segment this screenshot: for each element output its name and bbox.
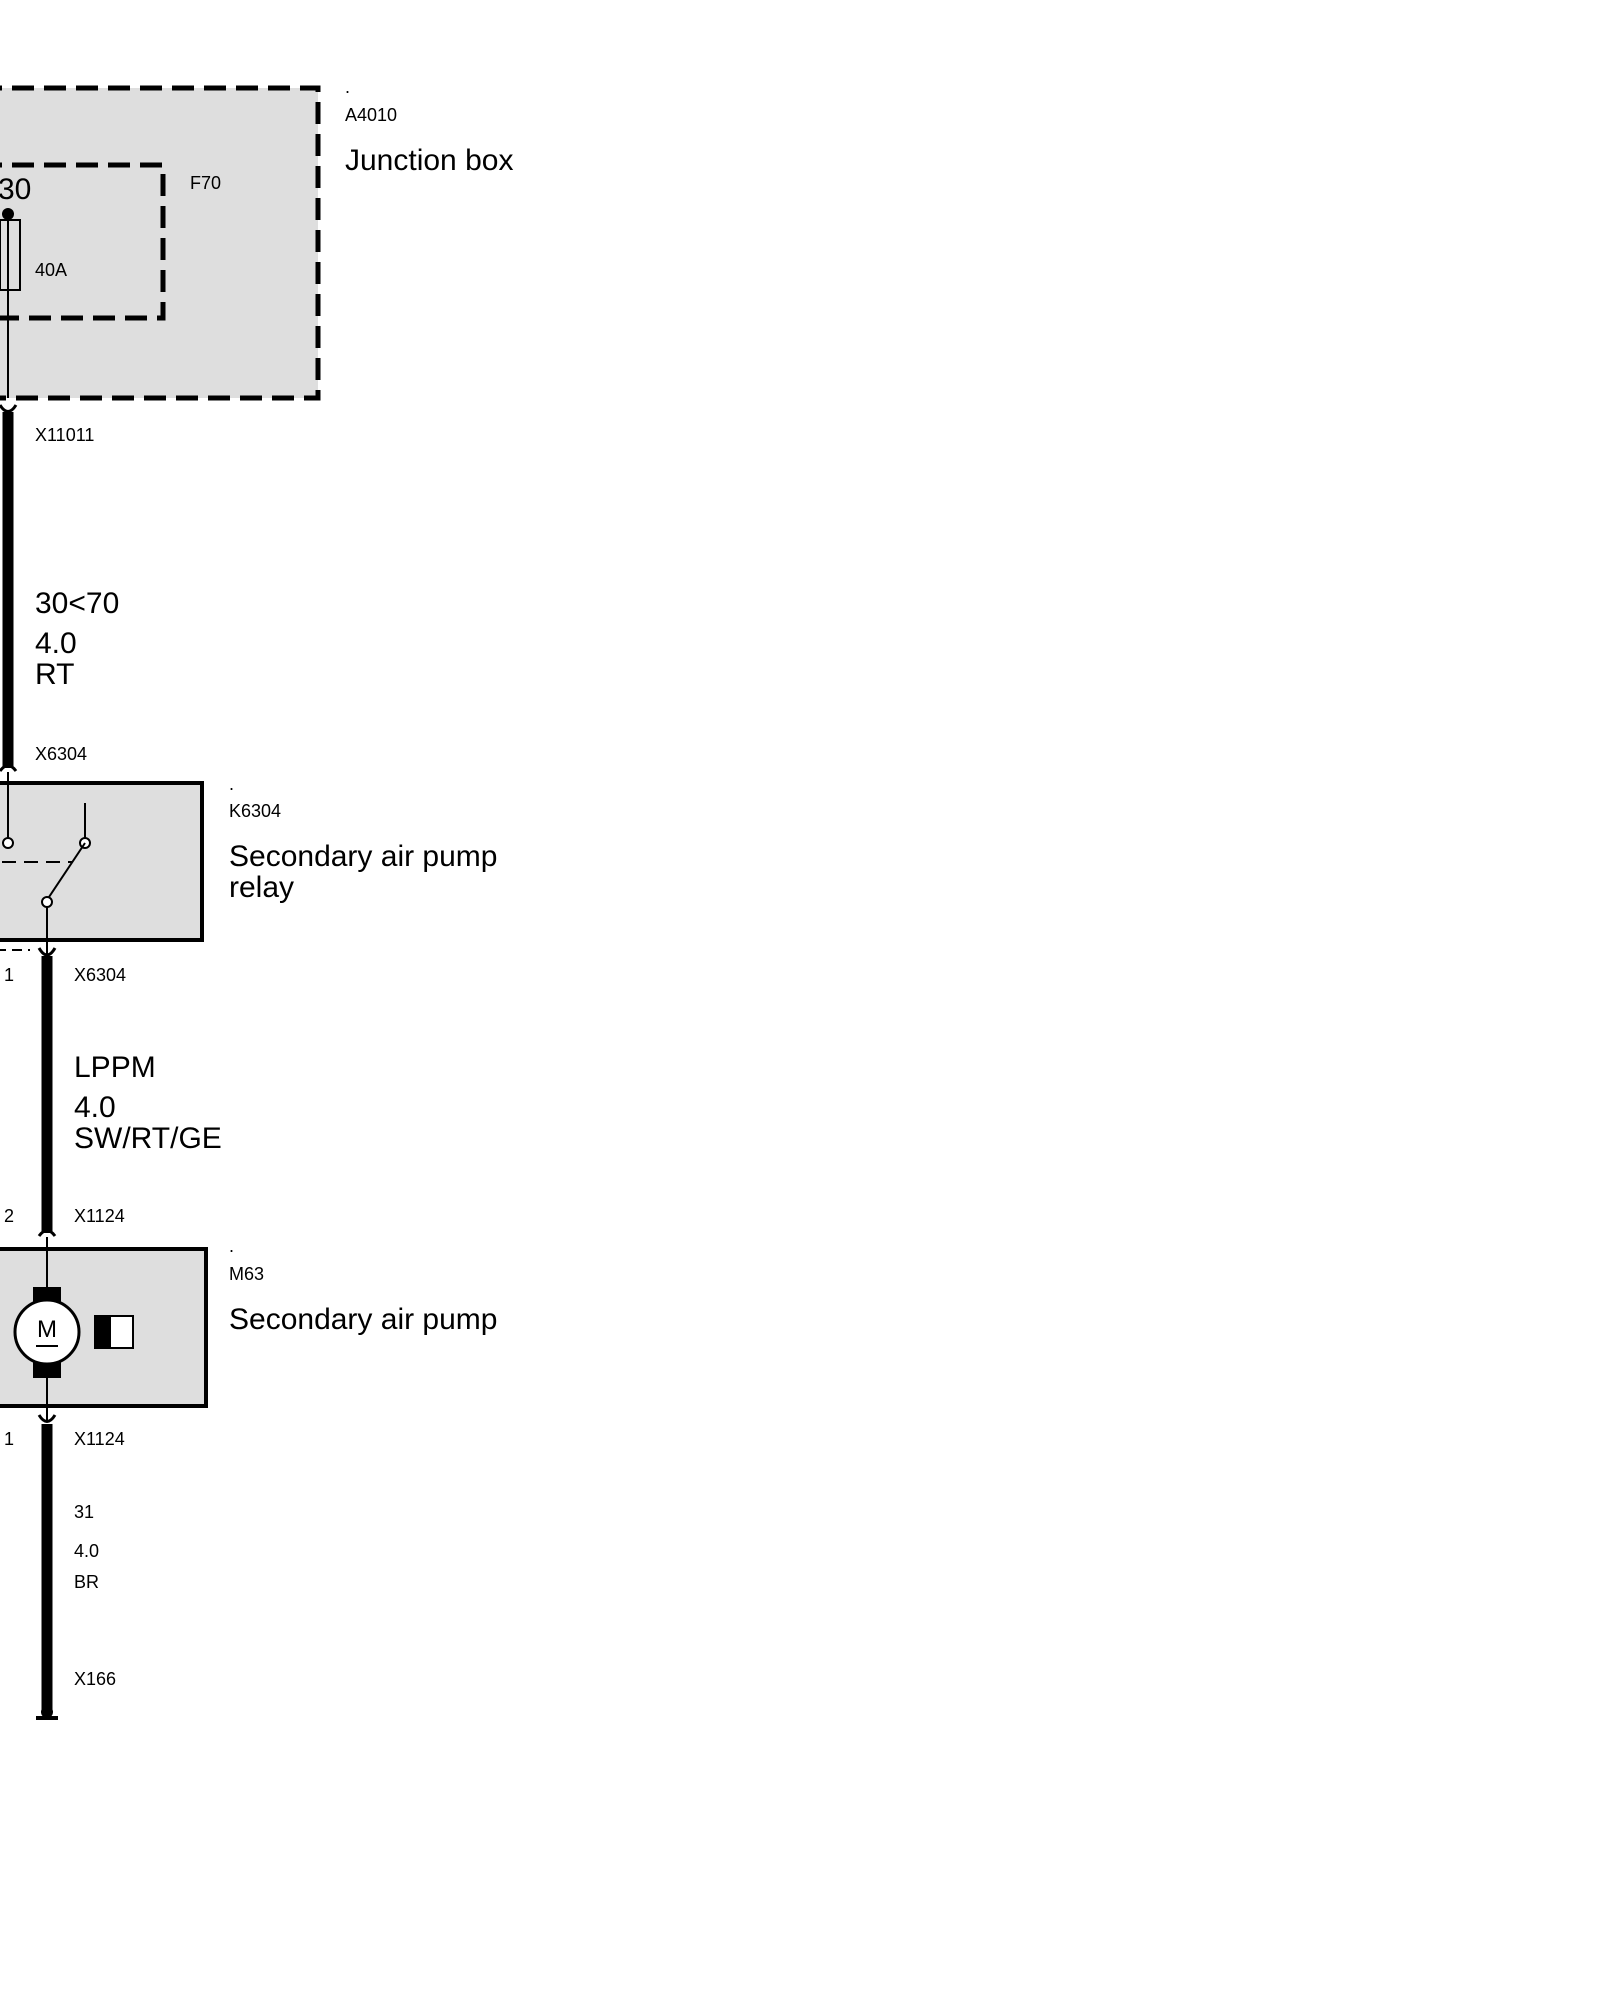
wire-lppm-signal: LPPM <box>74 1051 156 1084</box>
connector-x1124-bottom-symbol <box>37 1414 57 1423</box>
connector-x1124-top-symbol <box>37 1229 57 1237</box>
relay-title-line2: relay <box>229 871 295 904</box>
ground-x166-label: X166 <box>74 1669 117 1689</box>
relay-dot: . <box>229 774 235 794</box>
connector-x1124-top-label: X1124 <box>74 1206 125 1226</box>
wire-30-70-color: RT <box>35 658 75 691</box>
wire-30-70-signal: 30<70 <box>35 587 120 620</box>
ground-point <box>41 1706 53 1718</box>
connector-x6304-top-label: X6304 <box>35 744 88 764</box>
wire-31-signal: 31 <box>74 1502 95 1522</box>
connector-x1124-bottom-label: X1124 <box>74 1429 125 1449</box>
pump-code: M63 <box>229 1264 265 1284</box>
relay-contact-left <box>2 837 14 849</box>
wire-31-color: BR <box>74 1572 100 1592</box>
junction-box-code: A4010 <box>345 105 398 125</box>
fuse-symbol <box>0 219 21 291</box>
wire-31-size: 4.0 <box>74 1541 100 1561</box>
wire-lppm-size: 4.0 <box>74 1091 116 1124</box>
pump-module-icon-fill <box>95 1316 111 1348</box>
fuse-holder-outline <box>0 162 166 321</box>
fuse-rating: 40A <box>35 260 68 280</box>
fuse-terminal-label: 30 <box>0 173 32 206</box>
pump-title: Secondary air pump <box>229 1303 498 1336</box>
connector-x6304-top-symbol <box>0 764 18 772</box>
fuse-code: F70 <box>190 173 222 193</box>
motor-symbol-circle <box>13 1298 81 1366</box>
relay-contact-pivot <box>41 896 53 908</box>
relay-code: K6304 <box>229 801 282 821</box>
junction-box-outline <box>0 85 321 401</box>
connector-x11011-symbol <box>0 404 18 413</box>
wire-30-70-size: 4.0 <box>35 627 77 660</box>
relay-switch-arm <box>46 842 86 901</box>
junction-box-title: Junction box <box>345 144 514 177</box>
connector-x11011-label: X11011 <box>35 425 95 445</box>
pump-dot: . <box>229 1236 235 1256</box>
connector-x6304-bottom-symbol <box>37 947 57 957</box>
pump-pin-2: 2 <box>4 1206 15 1226</box>
connector-x6304-bottom-label: X6304 <box>74 965 127 985</box>
relay-pin-1: 1 <box>4 965 15 985</box>
junction-box-dot: . <box>345 77 351 97</box>
relay-title-line1: Secondary air pump <box>229 840 498 873</box>
wire-lppm-color: SW/RT/GE <box>74 1122 222 1155</box>
pump-pin-1: 1 <box>4 1429 15 1449</box>
motor-symbol-label: M <box>37 1316 57 1343</box>
fuse-terminal-dot <box>2 208 14 220</box>
